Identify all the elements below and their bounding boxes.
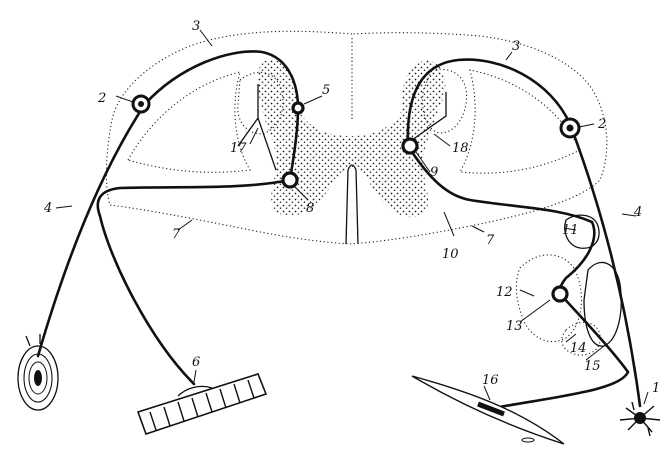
label-4-right: 4 [633, 205, 642, 220]
label-2-left: 2 [97, 91, 106, 106]
grey-matter [257, 59, 446, 218]
ganglion-nucleus-left [138, 101, 144, 107]
skeletal-muscle [136, 373, 268, 436]
anterior-fissure [345, 164, 359, 245]
label-3-right: 3 [512, 39, 520, 54]
label-13: 13 [506, 319, 523, 334]
label-14: 14 [570, 341, 587, 356]
label-4-left: 4 [43, 201, 52, 216]
interneuron-branch-17 [237, 84, 277, 171]
ganglion-nucleus-right [566, 124, 574, 132]
label-1: 1 [652, 381, 660, 396]
spinal-cord-outline [105, 30, 608, 245]
efferent-fiber-right [406, 144, 596, 298]
prevertebral-ganglion [583, 261, 622, 347]
skin-receptor [17, 334, 59, 411]
autonomic-neuron-9 [401, 137, 419, 155]
label-12: 12 [496, 285, 513, 300]
leader-lines [55, 29, 649, 405]
label-18: 18 [452, 141, 469, 156]
label-6: 6 [192, 355, 200, 370]
label-9: 9 [430, 165, 438, 180]
afferent-fiber-left [36, 50, 300, 358]
label-11: 11 [562, 223, 579, 238]
interneuron-branch-18 [411, 92, 447, 141]
label-5: 5 [322, 83, 330, 98]
small-ganglion-11 [564, 214, 600, 249]
label-17: 17 [230, 141, 247, 156]
lateral-tract-right [459, 69, 581, 174]
intercalary-neuron-5 [291, 101, 305, 115]
dorsal-column-left [237, 71, 284, 135]
label-3-left: 3 [192, 19, 200, 34]
smooth-muscle [411, 375, 565, 445]
afferent-fiber-right [406, 58, 642, 408]
postganglionic-fiber [492, 292, 630, 410]
label-7-left: 7 [172, 227, 181, 242]
label-7-right: 7 [486, 233, 495, 248]
dorsal-column-right [421, 68, 468, 134]
efferent-fiber-left [96, 178, 292, 386]
label-10: 10 [442, 247, 459, 262]
label-8: 8 [306, 201, 314, 216]
lateral-tract-left [127, 71, 251, 173]
label-16: 16 [482, 373, 499, 388]
label-15: 15 [584, 359, 601, 374]
effector-cell-1 [619, 401, 661, 437]
motor-neuron-8 [281, 171, 299, 189]
label-2-right: 2 [597, 117, 606, 132]
ganglion-cell-13 [551, 285, 569, 303]
sympathetic-ganglion-outline [515, 254, 582, 343]
